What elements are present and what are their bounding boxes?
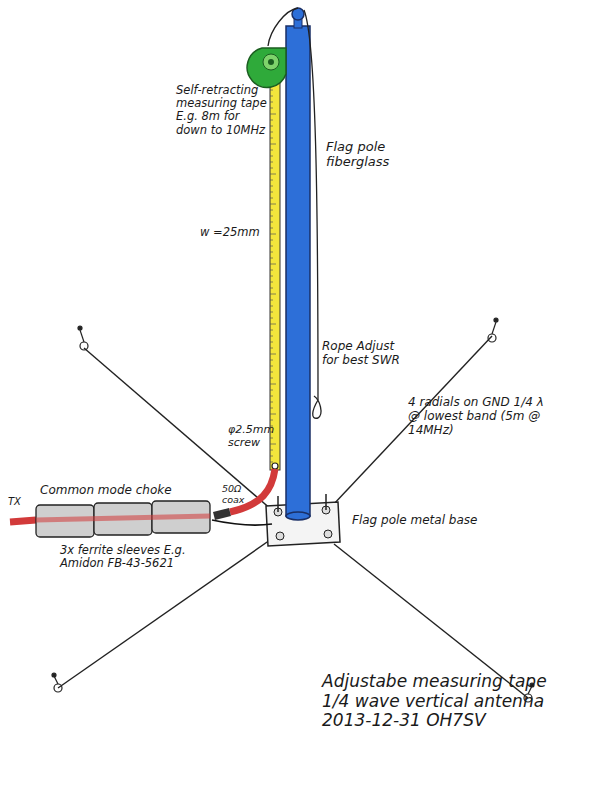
caption-text: Adjustabe measuring tape 1/4 wave vertic… bbox=[322, 672, 572, 731]
flag-pole bbox=[286, 8, 310, 520]
tx-label: TX bbox=[8, 496, 38, 508]
radials-label: 4 radials on GND 1/4 λ @ lowest band (5m… bbox=[408, 396, 556, 437]
rope bbox=[268, 8, 321, 418]
coax-label: 50Ω coax bbox=[222, 484, 262, 506]
ferrite-label: 3x ferrite sleeves E.g. Amidon FB-43-562… bbox=[60, 544, 230, 570]
reel-label: Self-retracting measuring tape E.g. 8m f… bbox=[176, 84, 272, 137]
ferrite-sleeves bbox=[10, 501, 210, 537]
tape-reel bbox=[247, 48, 286, 87]
coax-cable bbox=[212, 469, 275, 525]
pole-label: Flag pole fiberglass bbox=[326, 140, 412, 170]
choke-label: Common mode choke bbox=[40, 484, 210, 498]
base-label: Flag pole metal base bbox=[352, 514, 512, 528]
rope-label: Rope Adjust for best SWR bbox=[322, 340, 408, 368]
measuring-tape bbox=[270, 78, 280, 470]
tape-width-label: w =25mm bbox=[200, 226, 280, 239]
screw-label: φ2.5mm screw bbox=[228, 424, 272, 449]
